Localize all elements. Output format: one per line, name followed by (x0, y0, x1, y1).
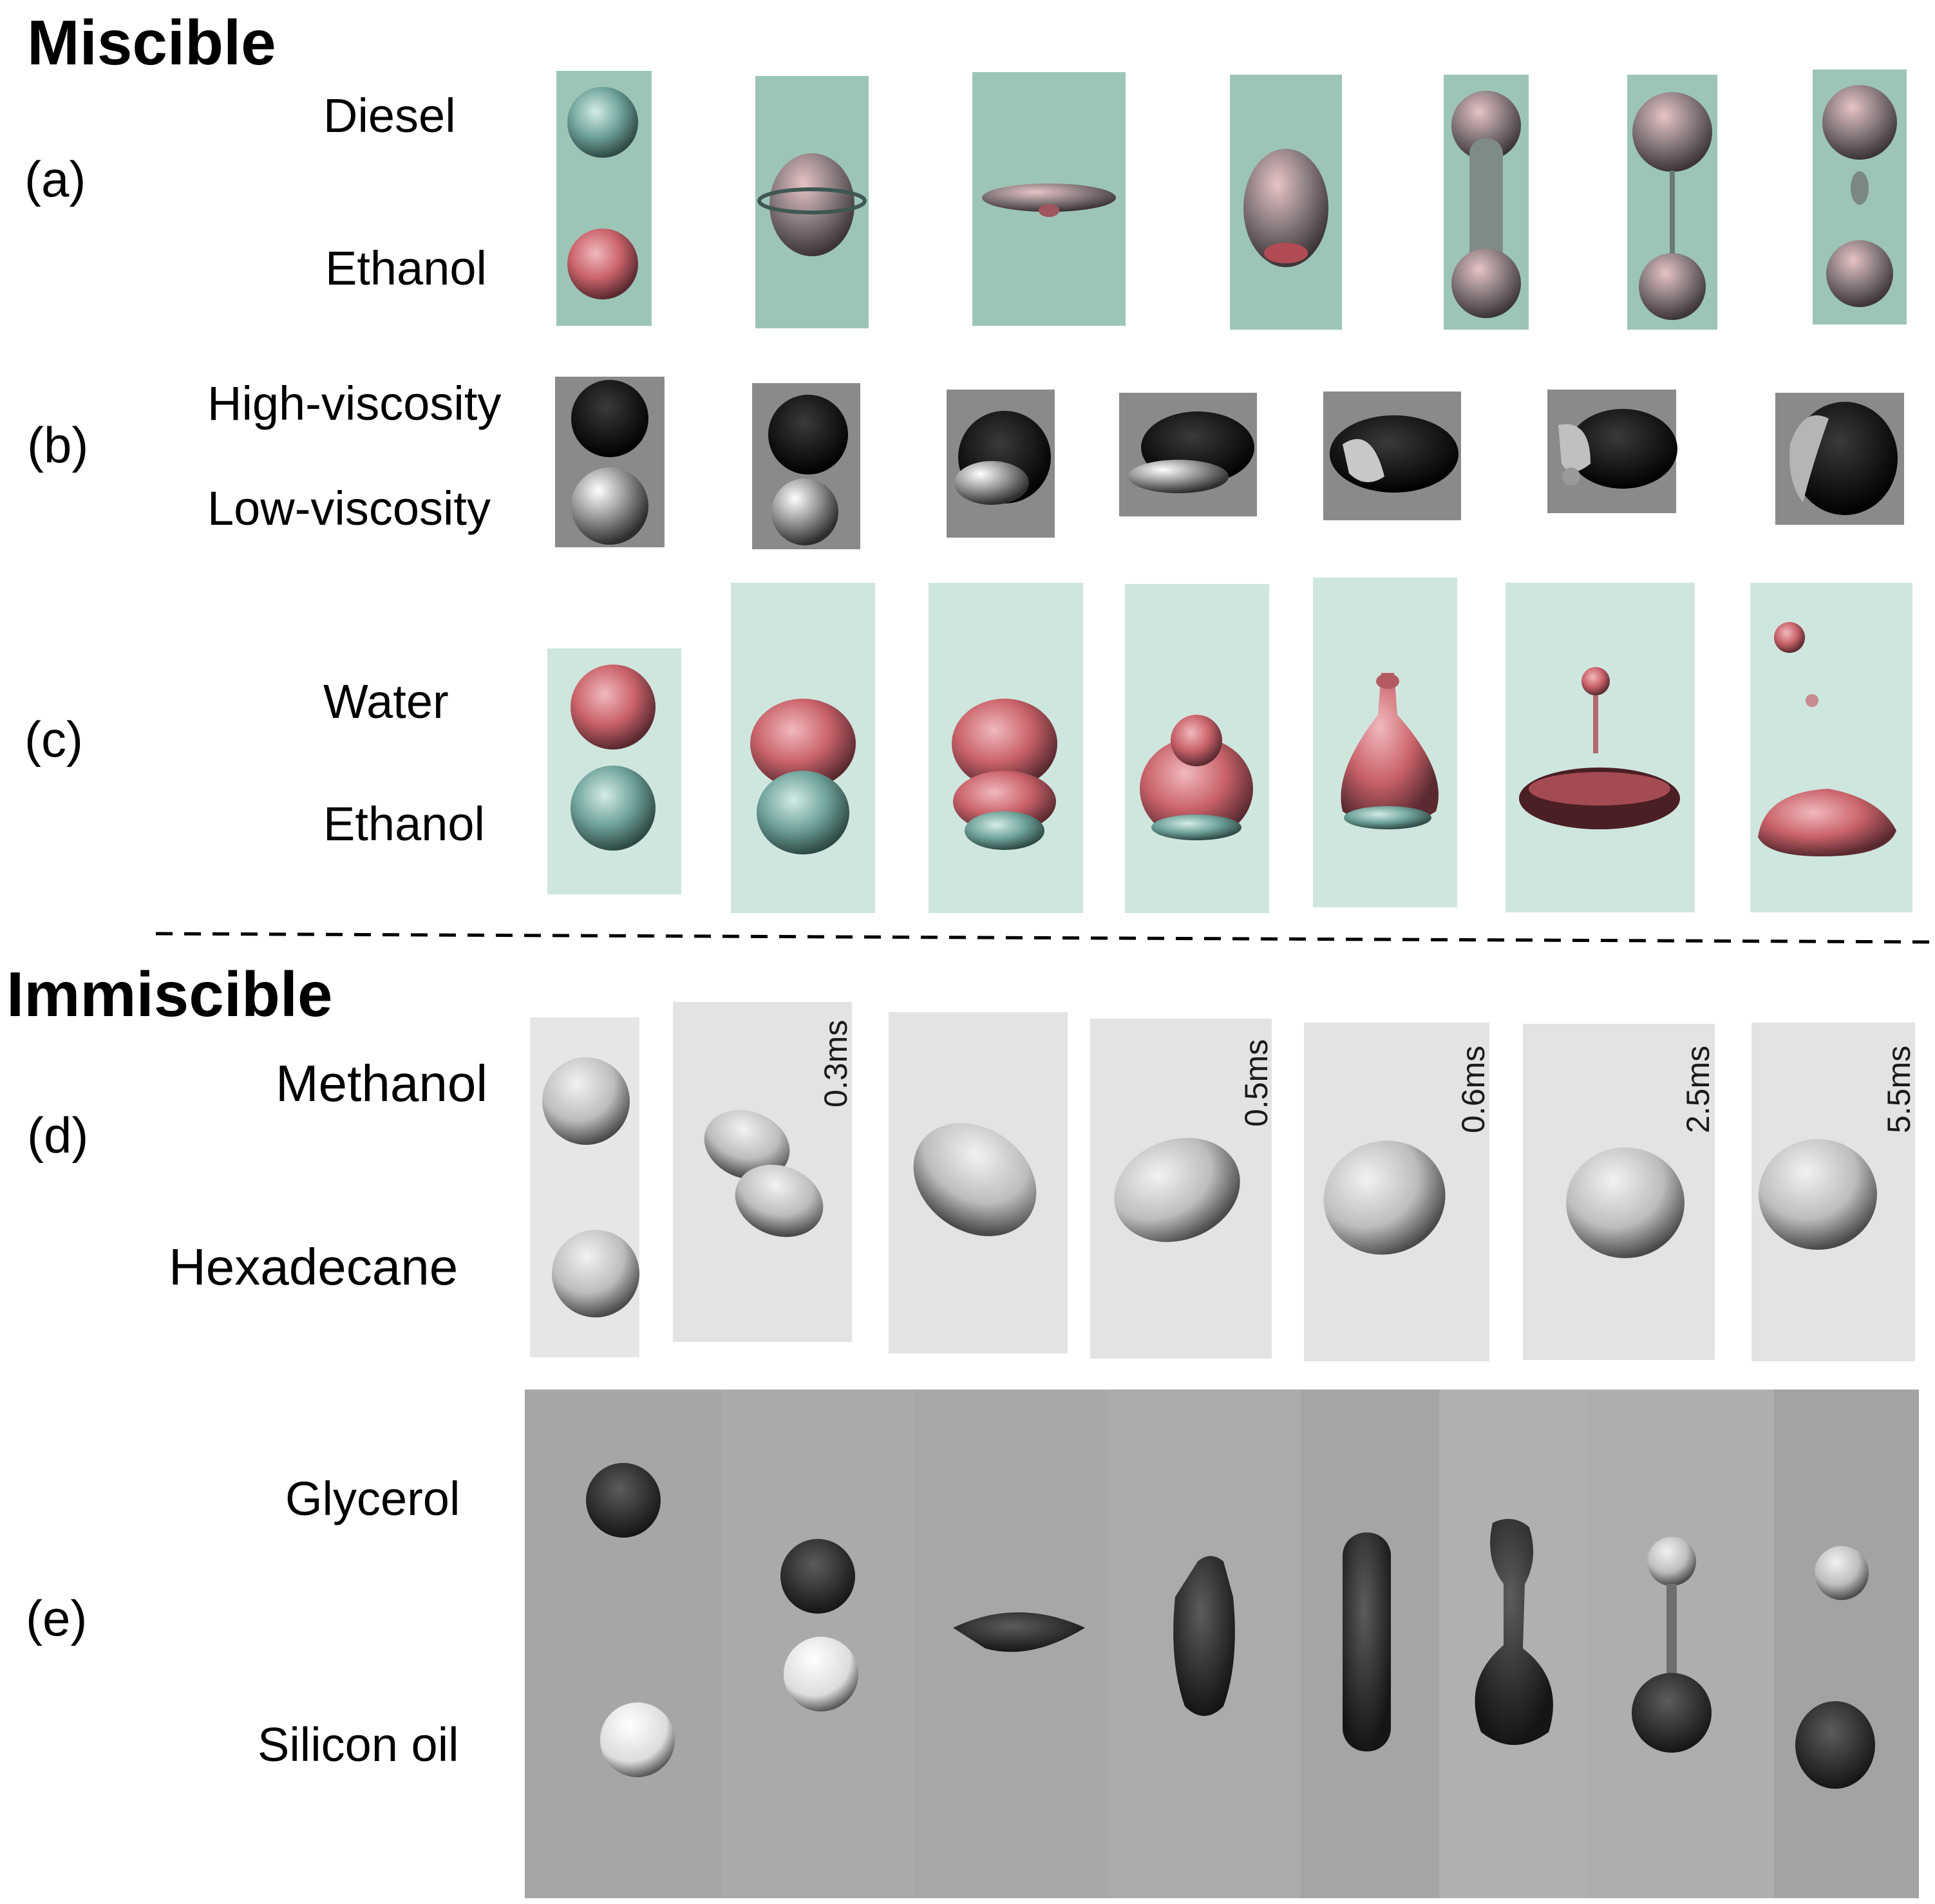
droplet-e6 (1475, 1518, 1553, 1745)
frame-a5 (1444, 75, 1529, 330)
liquid-label-silicon-oil: Silicon oil (258, 1718, 459, 1771)
frame-b2 (752, 383, 860, 549)
droplet-e2-bottom (784, 1637, 858, 1711)
heading-immiscible: Immiscible (6, 959, 333, 1030)
row-a-frames (556, 70, 1907, 330)
droplet-e8-bottom (1795, 1701, 1875, 1789)
droplet-e5 (1343, 1532, 1391, 1751)
frame-b1 (555, 377, 665, 547)
droplet-e7-neck (1666, 1584, 1677, 1674)
heading-miscible: Miscible (27, 7, 276, 78)
liquid-label-ethanol-a: Ethanol (325, 241, 487, 295)
row-b-frames (555, 377, 1904, 549)
frame-c1 (547, 648, 681, 894)
row-d-frames: 0.3ms 0.5ms 0.6ms 2.5ms 5.5ms (530, 1002, 1917, 1361)
liquid-label-hexadecane: Hexadecane (169, 1238, 458, 1296)
frame-c3 (929, 583, 1083, 913)
miscible-immiscible-divider (155, 932, 1935, 944)
frame-d1 (530, 1017, 639, 1357)
frame-e7 (1587, 1390, 1774, 1898)
frame-a6 (1627, 75, 1717, 330)
row-label-b: (b) (27, 417, 88, 473)
frame-c5 (1313, 578, 1457, 907)
row-label-d: (d) (27, 1107, 88, 1164)
frame-d6 (1523, 1024, 1715, 1360)
liquid-label-glycerol: Glycerol (285, 1472, 460, 1525)
frame-b7 (1775, 393, 1904, 525)
droplet-e7-top (1647, 1537, 1696, 1586)
frame-c2 (731, 583, 875, 913)
frame-e8 (1774, 1390, 1919, 1898)
frame-b4 (1119, 393, 1257, 516)
frame-c7 (1750, 583, 1912, 912)
frame-a2 (755, 76, 869, 328)
row-label-e: (e) (26, 1590, 87, 1646)
timestamp-5-5ms: 5.5ms (1881, 1046, 1917, 1133)
timestamp-0-6ms: 0.6ms (1455, 1046, 1491, 1133)
frame-d7 (1751, 1023, 1915, 1361)
frame-a4 (1230, 75, 1342, 330)
frame-d3 (889, 1012, 1068, 1353)
droplet-e4 (1173, 1556, 1235, 1716)
liquid-label-high-viscosity: High-viscosity (207, 377, 501, 430)
row-c-frames (547, 578, 1912, 913)
timestamp-0-5ms: 0.5ms (1238, 1039, 1274, 1127)
liquid-label-water: Water (323, 675, 449, 728)
frame-c4 (1125, 584, 1269, 913)
droplet-e1-bottom (600, 1702, 675, 1777)
liquid-label-ethanol-c: Ethanol (323, 797, 485, 851)
liquid-label-low-viscosity: Low-viscosity (207, 482, 491, 535)
timestamp-0-3ms: 0.3ms (818, 1020, 854, 1108)
frame-b5 (1323, 391, 1461, 520)
frame-d2 (673, 1002, 852, 1342)
droplet-e7-bottom (1632, 1673, 1712, 1753)
frame-d4 (1090, 1019, 1272, 1359)
row-e-frames (525, 1390, 1919, 1898)
droplet-e8-top (1815, 1546, 1869, 1600)
droplet-e3 (953, 1612, 1085, 1652)
row-label-a: (a) (24, 151, 86, 207)
frame-a3 (972, 72, 1126, 326)
row-label-c: (c) (24, 711, 83, 768)
frame-a7 (1813, 70, 1907, 325)
frame-c6 (1506, 583, 1695, 912)
frame-b3 (947, 390, 1055, 538)
liquid-label-diesel: Diesel (323, 89, 456, 142)
frame-a1 (556, 71, 652, 326)
frame-b6 (1547, 390, 1677, 513)
droplet-e1-top (586, 1463, 661, 1538)
liquid-label-methanol: Methanol (276, 1055, 487, 1112)
droplet-e2-top (780, 1539, 855, 1614)
frame-d5 (1304, 1023, 1489, 1361)
timestamp-2-5ms: 2.5ms (1680, 1046, 1716, 1133)
